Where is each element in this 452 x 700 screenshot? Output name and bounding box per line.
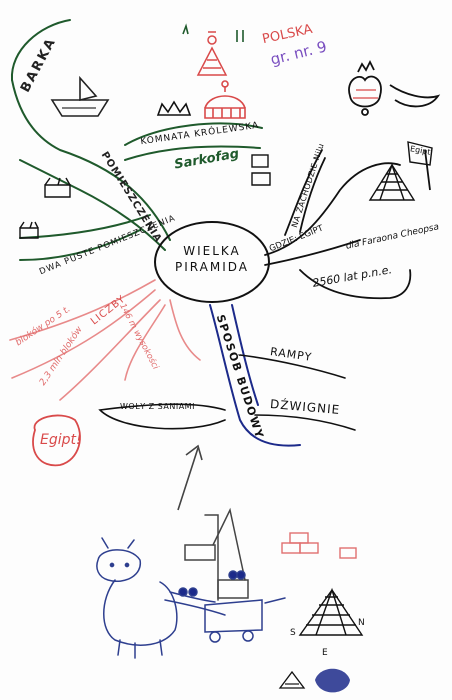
pyramid-icon <box>298 587 364 636</box>
branch-gdzie-lower <box>264 239 361 266</box>
compass-n: N <box>358 618 365 628</box>
branch-dwa-puste <box>19 229 141 261</box>
branch-komnata-upper <box>124 122 263 146</box>
temple-icon <box>204 80 246 119</box>
crate-icon <box>19 177 71 239</box>
center-title-line2: PIRAMIDA <box>175 260 249 274</box>
branch-pomieszczenia <box>11 79 171 241</box>
green-branches <box>10 19 263 261</box>
branch-sposob-inner <box>231 304 259 406</box>
branch-komnata-lower <box>124 145 261 161</box>
branch-lat <box>299 269 412 300</box>
ox-cart-icon <box>96 507 286 659</box>
branch-sposob <box>209 304 301 447</box>
label-woly: WOŁY Z SANIAMI <box>120 402 195 411</box>
pyramid-icon <box>368 141 433 201</box>
branch-na-zachodzie-b <box>299 157 326 233</box>
center-node <box>154 221 270 303</box>
branch-liczby-2 <box>11 289 156 379</box>
branch-liczby-1 <box>9 279 156 341</box>
navy-branches <box>209 304 301 447</box>
branch-dwa-puste-b <box>19 214 151 239</box>
branch-rampy <box>239 354 346 379</box>
crown-icon <box>156 100 192 116</box>
black-subbranches <box>98 354 356 431</box>
branch-na-zachodzie <box>284 149 323 236</box>
stone-blocks-icon <box>281 532 357 559</box>
branch-barka-curl <box>10 19 71 81</box>
branch-liczby-4 <box>124 304 166 381</box>
center-title-line1: WIELKA <box>183 244 241 258</box>
arrow-icon <box>177 444 203 511</box>
black-branches <box>264 149 412 300</box>
boat-icon <box>50 75 110 117</box>
compass-e: E <box>322 648 328 658</box>
red-pyramid-icon <box>196 31 228 76</box>
branch-liczby-5 <box>169 299 201 361</box>
green-mark-icon <box>182 23 244 42</box>
pharaoh-figure-icon <box>348 59 441 116</box>
branch-liczby-3 <box>59 299 161 401</box>
compass-s: S <box>290 628 296 638</box>
branch-gdzie <box>264 162 401 256</box>
compass-icon <box>278 668 350 693</box>
sarkofag-box-icon <box>251 154 271 186</box>
pink-branches <box>9 279 201 401</box>
branch-dzwignie <box>254 414 356 431</box>
branch-pomieszczenia-lower <box>19 159 166 251</box>
branch-woly <box>98 403 226 430</box>
center-title: WIELKA PIRAMIDA <box>170 243 254 275</box>
egipt-stamp-icon <box>32 414 81 467</box>
label-egipt-stamp: Egipt! <box>40 432 82 448</box>
